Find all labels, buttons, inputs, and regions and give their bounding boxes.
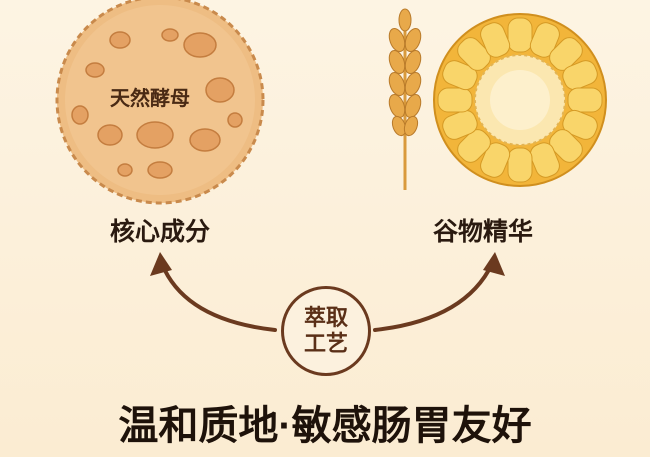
corn-kernel xyxy=(442,109,478,140)
corn-slice-illustration xyxy=(433,13,607,187)
corn-kernel xyxy=(549,129,583,163)
wheat-illustration xyxy=(388,8,422,190)
corn-kernel xyxy=(507,147,533,183)
corn-kernel xyxy=(529,22,560,58)
corn-kernel xyxy=(480,142,511,178)
corn-kernel xyxy=(562,60,598,91)
corn-kernel xyxy=(442,60,478,91)
yeast-ball-illustration xyxy=(55,0,265,205)
corn-kernel xyxy=(549,37,583,71)
corn-kernel xyxy=(437,87,473,113)
corn-kernel xyxy=(562,109,598,140)
corn-kernel xyxy=(457,37,491,71)
right-arrowhead-icon xyxy=(483,252,505,276)
extraction-badge: 萃取 工艺 xyxy=(281,286,371,376)
corn-kernel xyxy=(507,17,533,53)
corn-kernel xyxy=(457,129,491,163)
right-arrow xyxy=(373,262,494,332)
badge-line1: 萃取 xyxy=(303,305,348,330)
left-arrow xyxy=(160,262,277,332)
page-title: 温和质地·敏感肠胃友好 xyxy=(118,404,532,448)
corn-kernel xyxy=(529,142,560,178)
left-caption: 核心成分 xyxy=(109,218,211,246)
corn-kernel xyxy=(480,22,511,58)
right-caption: 谷物精华 xyxy=(432,218,534,246)
corn-kernel xyxy=(567,87,603,113)
yeast-label: 天然酵母 xyxy=(110,88,190,110)
left-arrowhead-icon xyxy=(150,252,172,276)
badge-line2: 工艺 xyxy=(303,331,348,356)
